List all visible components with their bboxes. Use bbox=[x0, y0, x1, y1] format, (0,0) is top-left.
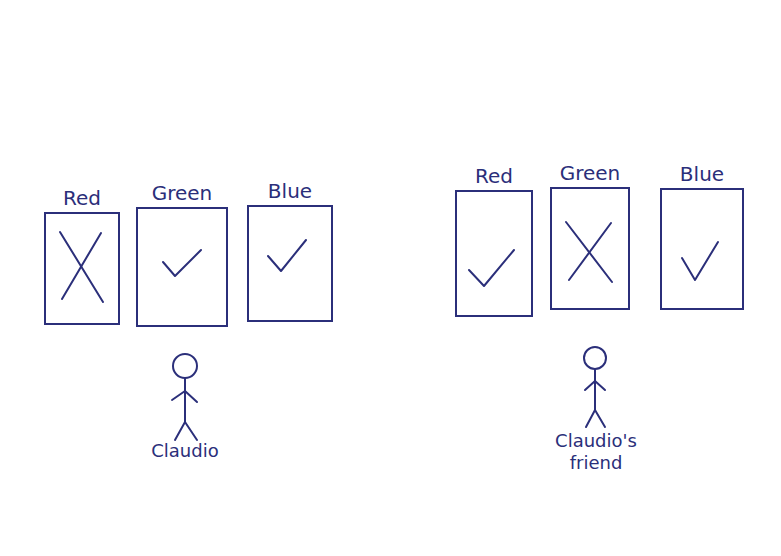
stick-figure bbox=[584, 347, 606, 427]
color-column: Blue bbox=[660, 162, 744, 310]
column-heading: Blue bbox=[660, 162, 744, 186]
outline-box bbox=[455, 190, 533, 317]
column-heading: Red bbox=[44, 186, 120, 210]
column-heading: Green bbox=[550, 161, 630, 185]
column-heading: Blue bbox=[247, 179, 333, 203]
column-heading: Red bbox=[455, 164, 533, 188]
outline-box bbox=[44, 212, 120, 325]
color-column: Blue bbox=[247, 179, 333, 322]
outline-box bbox=[660, 188, 744, 310]
color-column: Green bbox=[136, 181, 228, 327]
check-mark bbox=[268, 240, 306, 271]
cross-mark bbox=[566, 222, 612, 282]
person-name: Claudio's friend bbox=[548, 430, 644, 474]
outline-box bbox=[136, 207, 228, 327]
check-mark bbox=[163, 250, 201, 276]
color-column: Red bbox=[44, 186, 120, 325]
check-mark bbox=[469, 250, 514, 286]
color-column: Red bbox=[455, 164, 533, 317]
outline-box bbox=[247, 205, 333, 322]
person-name: Claudio bbox=[140, 440, 230, 462]
check-mark bbox=[682, 242, 718, 280]
column-heading: Green bbox=[136, 181, 228, 205]
stick-figure bbox=[172, 354, 197, 440]
outline-box bbox=[550, 187, 630, 310]
cross-mark bbox=[60, 232, 103, 302]
color-column: Green bbox=[550, 161, 630, 310]
